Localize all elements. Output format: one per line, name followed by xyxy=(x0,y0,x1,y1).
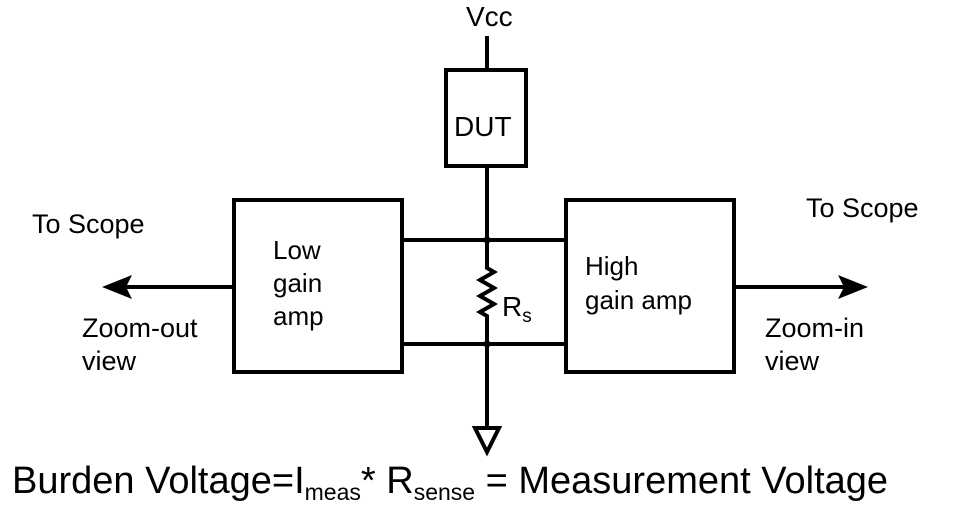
ground-symbol xyxy=(471,426,503,457)
low-amp-line3: amp xyxy=(273,301,324,331)
high-amp-line1: High xyxy=(585,251,639,281)
high-amp-line2: gain amp xyxy=(585,285,692,315)
zoom-out-label: Zoom-out xyxy=(82,313,198,343)
low-amp-line1: Low xyxy=(273,235,321,265)
zoom-in-view-label: view xyxy=(765,346,820,376)
right-scope-label: To Scope xyxy=(806,193,919,223)
dut-label: DUT xyxy=(454,111,512,142)
left-arrow-head xyxy=(102,275,132,299)
zoom-in-label: Zoom-in xyxy=(765,313,865,343)
zoom-out-view-label: view xyxy=(82,346,137,376)
burden-voltage-formula: Burden Voltage=Imeas* Rsense = Measureme… xyxy=(12,460,889,505)
top-junction xyxy=(483,236,491,244)
vcc-label: Vcc xyxy=(466,1,513,32)
sense-resistor xyxy=(475,262,499,322)
left-scope-label: To Scope xyxy=(32,209,145,239)
low-amp-line2: gain xyxy=(273,268,323,298)
bottom-junction xyxy=(483,340,491,348)
resistor-label: Rs xyxy=(502,291,532,327)
right-arrow-head xyxy=(838,275,868,299)
